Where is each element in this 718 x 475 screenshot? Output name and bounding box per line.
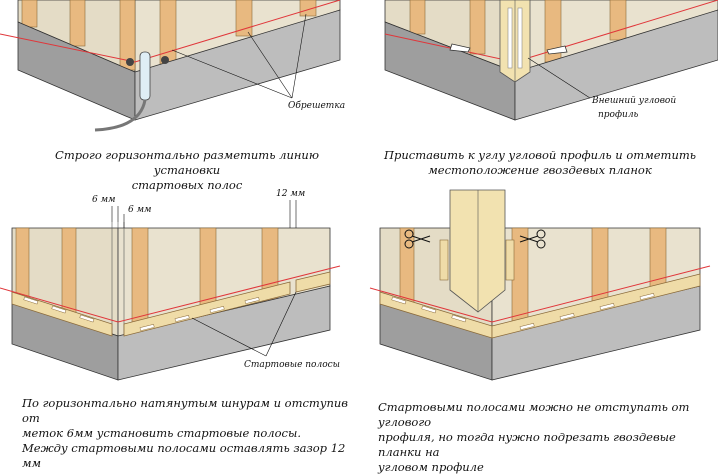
label-starter-strips: Стартовые полосы xyxy=(244,360,340,370)
panel-4-illustration xyxy=(369,189,711,381)
water-level-icon xyxy=(139,51,151,101)
batten xyxy=(69,0,86,47)
panel-3-illustration: 6 мм 6 мм 12 мм Стартовые полосы xyxy=(0,189,341,381)
level-line xyxy=(0,0,341,63)
batten xyxy=(21,0,38,28)
batten xyxy=(61,227,77,319)
nail-icon xyxy=(126,58,134,66)
water-level-hose xyxy=(94,99,147,132)
batten xyxy=(15,227,30,305)
batten xyxy=(469,0,486,55)
panel-2-illustration: Внешний угловой профиль xyxy=(384,0,718,121)
level-line xyxy=(0,265,341,323)
nail-flange xyxy=(505,239,515,281)
batten xyxy=(609,0,627,41)
corner-profile xyxy=(449,189,506,313)
nail-icon xyxy=(161,56,169,64)
batten xyxy=(409,0,426,35)
nail-flange xyxy=(439,239,449,281)
label-corner-profile-1: Внешний угловой xyxy=(591,96,676,106)
starter-strip xyxy=(295,271,331,293)
scissors-icon xyxy=(519,229,546,249)
starter-strip xyxy=(491,273,701,339)
pointer-line xyxy=(171,49,293,99)
hand-marker-icon xyxy=(449,43,471,53)
batten xyxy=(299,0,317,17)
caption-panel-3: По горизонтально натянутым шнурам и отст… xyxy=(22,396,348,470)
label-battens: Обрешетка xyxy=(288,100,345,111)
label-gap-6mm-a: 6 мм xyxy=(92,195,116,205)
batten xyxy=(159,0,177,65)
hand-marker-icon xyxy=(546,45,568,55)
caption-panel-4: Стартовыми полосами можно не отступать о… xyxy=(378,400,690,474)
foundation-front xyxy=(117,285,331,381)
label-corner-profile-2: профиль xyxy=(598,110,639,120)
pointer-line xyxy=(247,31,293,99)
panel-1-illustration: Обрешетка xyxy=(0,0,345,132)
caption-panel-2: Приставить к углу угловой профиль и отме… xyxy=(383,148,697,177)
diagram-canvas: Обрешетка Внешний угловой профиль xyxy=(0,0,718,381)
pointer-line xyxy=(291,13,307,99)
level-line xyxy=(369,265,711,323)
label-gap-6mm-b: 6 мм xyxy=(128,205,152,215)
pointer-line xyxy=(265,291,297,357)
pointer-line xyxy=(191,317,267,357)
pointer-line xyxy=(527,57,591,99)
foundation-front xyxy=(134,9,341,121)
label-gap-12mm: 12 мм xyxy=(276,189,305,199)
batten xyxy=(235,0,253,37)
scissors-icon xyxy=(404,229,431,249)
caption-panel-1: Строго горизонтально разметить линию уст… xyxy=(55,148,319,192)
foundation-front xyxy=(514,9,718,121)
starter-strip xyxy=(123,281,291,337)
